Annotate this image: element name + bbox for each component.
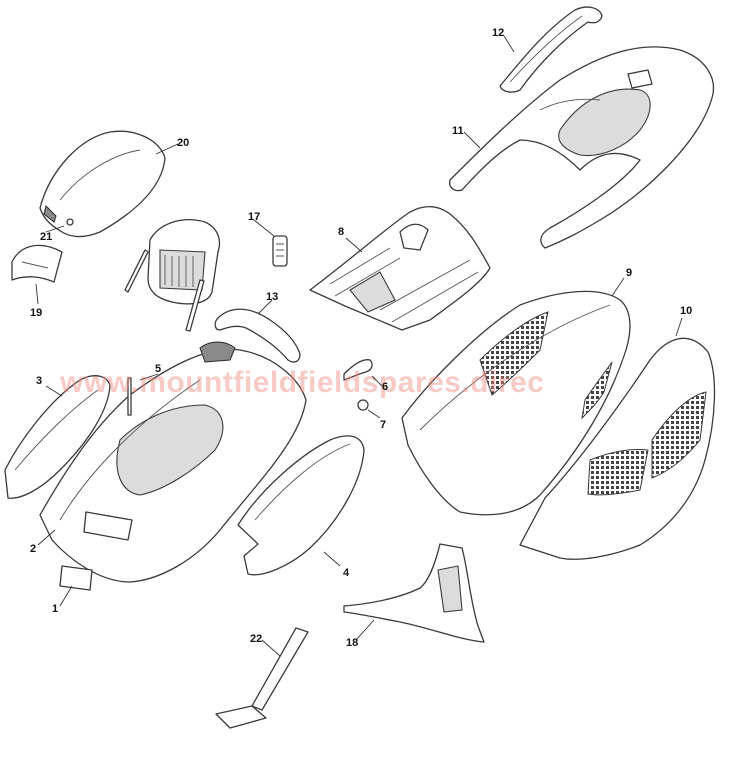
part-8-control-panel[interactable] <box>309 205 491 331</box>
callout-9: 9 <box>626 267 632 279</box>
callout-12: 12 <box>492 27 504 39</box>
part-9-grass-box[interactable] <box>401 290 631 516</box>
callout-3: 3 <box>36 375 42 387</box>
callout-7: 7 <box>380 419 386 431</box>
leader-lines <box>35 35 683 657</box>
callout-17: 17 <box>248 211 260 223</box>
part-5-bolt[interactable] <box>127 377 132 416</box>
callout-11: 11 <box>452 125 464 137</box>
part-7-washer[interactable] <box>357 399 369 411</box>
callout-labels: 1 2 3 4 5 6 7 8 9 10 11 12 13 17 18 19 2… <box>30 27 692 649</box>
callout-20: 20 <box>177 137 189 149</box>
callout-8: 8 <box>338 226 344 238</box>
callout-2: 2 <box>30 543 36 555</box>
part-12-handle-grip[interactable] <box>499 6 603 93</box>
battery-pack[interactable] <box>124 219 221 332</box>
part-11-handle-frame[interactable] <box>449 46 714 249</box>
part-13-lower-handle[interactable] <box>214 308 301 363</box>
callout-13: 13 <box>266 291 278 303</box>
callout-6: 6 <box>382 381 388 393</box>
part-18-rear-flap[interactable] <box>343 543 485 643</box>
callout-1: 1 <box>52 603 58 615</box>
part-3-side-rail[interactable] <box>4 375 111 499</box>
part-22-mulch-lever[interactable] <box>215 627 309 729</box>
part-17-safety-key[interactable] <box>272 235 288 267</box>
callout-18: 18 <box>346 637 358 649</box>
part-6-spring[interactable] <box>343 359 373 381</box>
part-20-lid[interactable] <box>39 130 166 238</box>
callout-21: 21 <box>40 231 52 243</box>
part-21-screw[interactable] <box>66 218 74 226</box>
callout-22: 22 <box>250 633 262 645</box>
part-4-side-cover[interactable] <box>237 435 365 576</box>
callout-5: 5 <box>155 363 161 375</box>
part-19-clip[interactable] <box>11 244 63 283</box>
part-2-main-chassis[interactable] <box>39 341 307 583</box>
watermark-text: www.mountfieldfieldspares.direc <box>59 366 544 399</box>
callout-19: 19 <box>30 307 42 319</box>
part-10-grass-box-side[interactable] <box>519 337 716 560</box>
callout-10: 10 <box>680 305 692 317</box>
part-1-button[interactable] <box>59 565 93 591</box>
callout-4: 4 <box>343 567 350 579</box>
